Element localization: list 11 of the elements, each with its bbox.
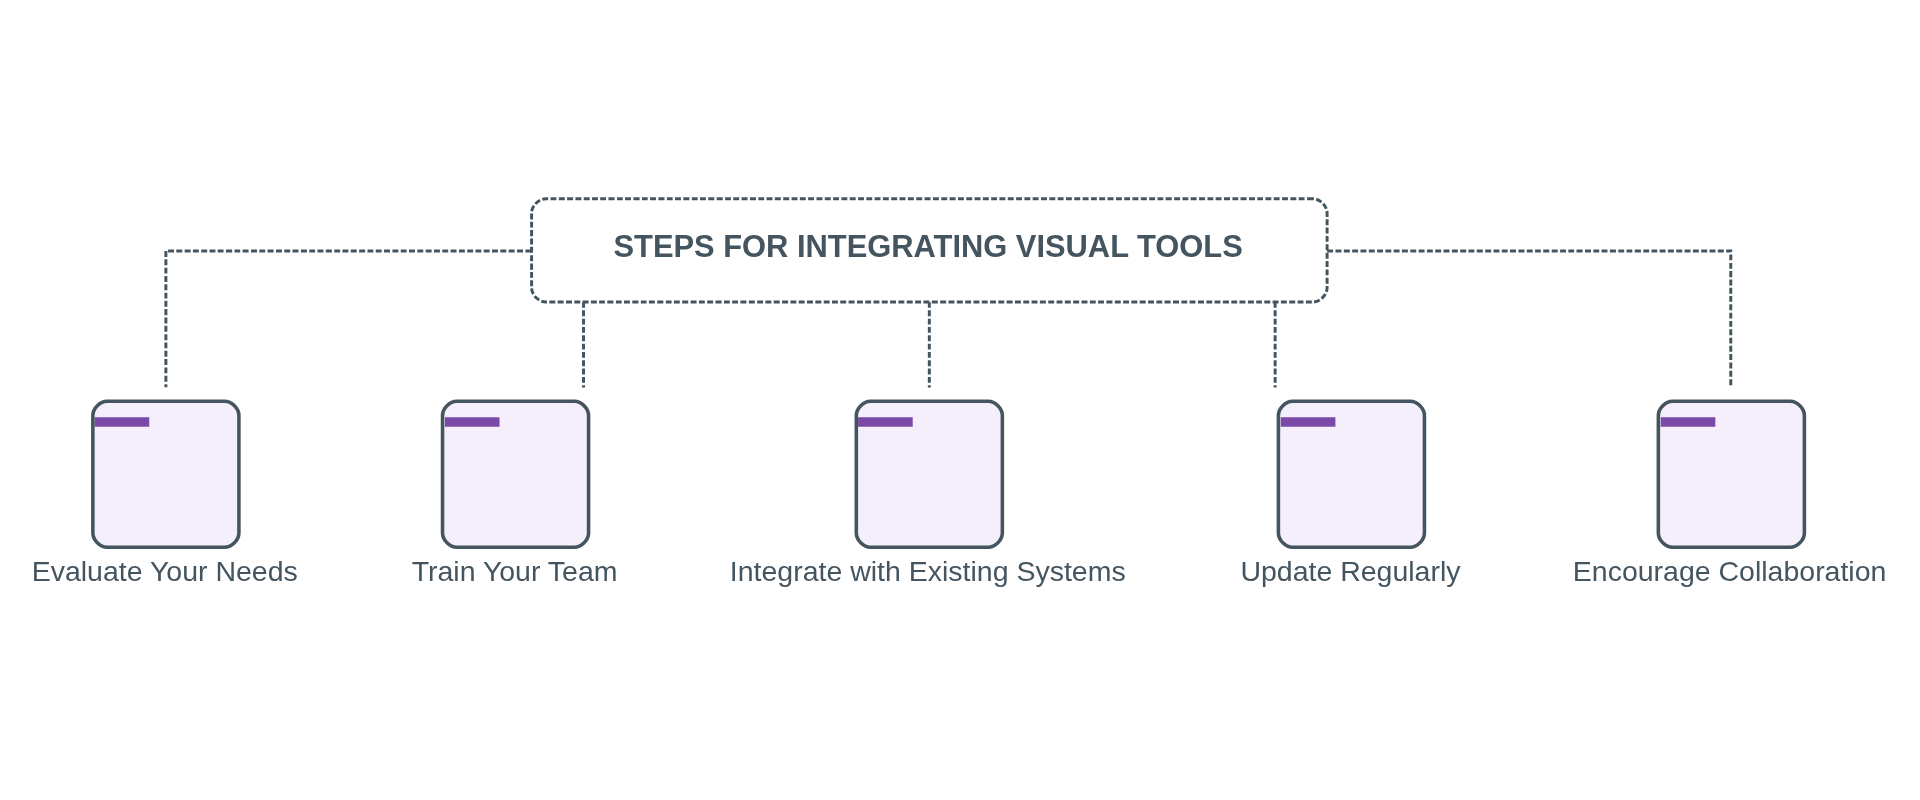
node-box: STEPS FOR INTEGRATING VISUAL TOOLS <box>529 197 1329 304</box>
connector <box>581 302 585 388</box>
node-label: Update Regularly <box>1239 555 1460 588</box>
connector <box>1273 302 1277 388</box>
node-label: Integrate with Existing Systems <box>729 555 1126 588</box>
node-label: Encourage Collaboration <box>1572 555 1886 588</box>
node-label: Train Your Team <box>411 555 618 588</box>
connector <box>1326 249 1732 388</box>
connector <box>927 302 931 388</box>
node-label: Evaluate Your Needs <box>31 555 298 588</box>
connector <box>163 249 531 388</box>
